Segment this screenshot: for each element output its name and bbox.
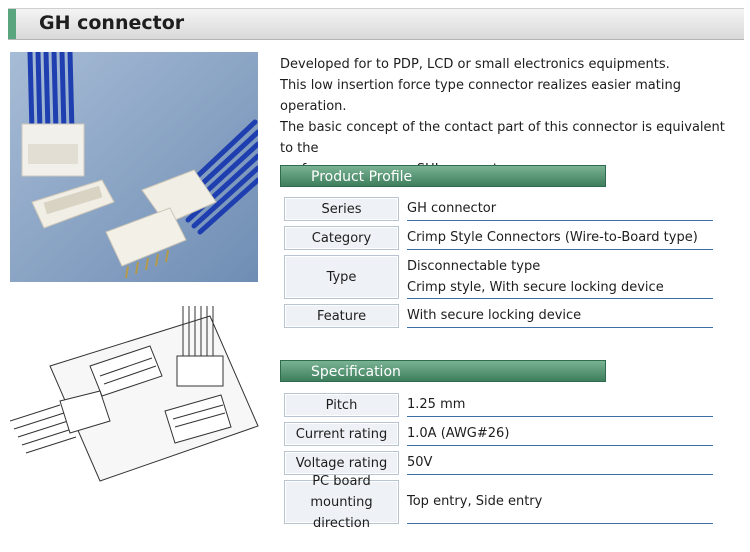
row-value: 1.0A (AWG#26) (407, 422, 713, 446)
row-label: Voltage rating (284, 451, 399, 475)
row-label: Current rating (284, 422, 399, 446)
intro-line: The basic concept of the contact part of… (280, 120, 725, 156)
row-value-text: Crimp style, With secure locking device (407, 279, 664, 295)
page-title: GH connector (39, 12, 185, 34)
row-value: 50V (407, 451, 713, 475)
row-value-text: Top entry, Side entry (407, 494, 543, 509)
row-value-text: GH connector (407, 201, 497, 216)
intro-line: Developed for to PDP, LCD or small elect… (280, 57, 670, 72)
row-label: Series (284, 197, 399, 221)
row-value: Disconnectable type Crimp style, With se… (407, 255, 713, 299)
specification-heading: Specification (280, 360, 606, 382)
connector-line-drawing (9, 306, 260, 486)
product-photo (10, 52, 258, 282)
row-label: Type (284, 255, 399, 299)
row-label: Pitch (284, 393, 399, 417)
row-label-line: mounting direction (310, 494, 373, 531)
row-value-text: 50V (407, 455, 433, 470)
row-value: With secure locking device (407, 304, 713, 328)
row-value: Crimp Style Connectors (Wire-to-Board ty… (407, 226, 713, 250)
row-value-text: 1.0A (AWG#26) (407, 426, 510, 441)
row-label: PC board mounting direction (284, 474, 399, 531)
intro-line: This low insertion force type connector … (280, 78, 681, 114)
row-label-line: PC board (312, 473, 371, 489)
product-profile-heading: Product Profile (280, 165, 606, 187)
row-value: 1.25 mm (407, 393, 713, 417)
row-value-text: Crimp Style Connectors (Wire-to-Board ty… (407, 230, 698, 245)
row-label: Feature (284, 304, 399, 328)
row-value: Top entry, Side entry (407, 480, 713, 524)
row-value-text: Disconnectable type (407, 258, 541, 274)
title-accent (8, 9, 16, 39)
row-value: GH connector (407, 197, 713, 221)
row-value-text: 1.25 mm (407, 397, 466, 412)
row-label: Category (284, 226, 399, 250)
row-value-text: With secure locking device (407, 308, 582, 323)
title-bar: GH connector (8, 8, 744, 40)
intro-text: Developed for to PDP, LCD or small elect… (280, 54, 740, 180)
